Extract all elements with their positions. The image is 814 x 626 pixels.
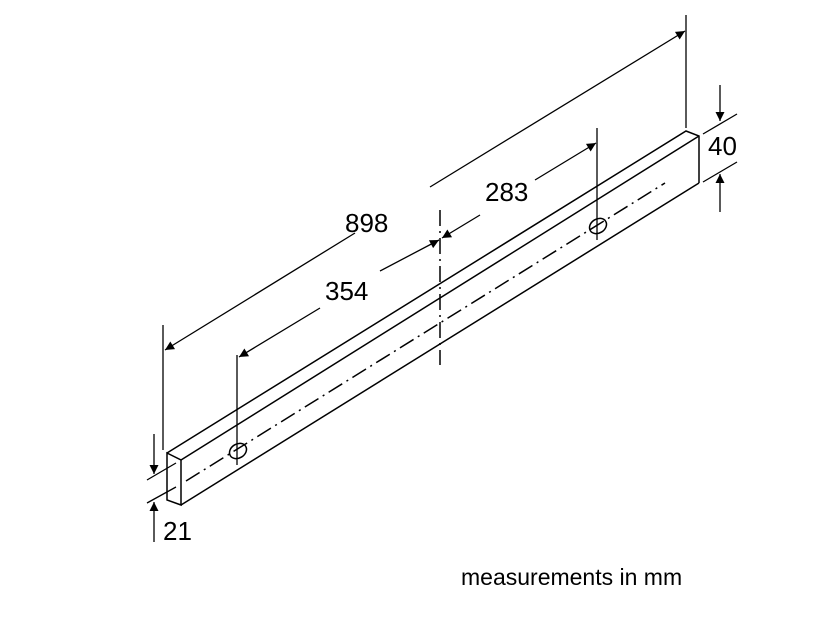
dimension-overall-length: 898 [164, 30, 686, 351]
dimension-height: 40 [708, 85, 737, 212]
mounting-hole-right [588, 217, 608, 235]
units-caption: measurements in mm [461, 564, 683, 590]
dimension-label-354: 354 [325, 276, 368, 306]
centre-line [185, 182, 666, 482]
dimension-right-hole: 283 [441, 142, 597, 239]
mounting-hole-left [228, 442, 248, 460]
dimension-label-40: 40 [708, 131, 737, 161]
dimension-label-898: 898 [345, 208, 388, 238]
dimension-label-21: 21 [163, 516, 192, 546]
extension-lines [146, 15, 738, 504]
dimension-left-hole: 354 [238, 239, 440, 358]
dimension-depth: 21 [149, 434, 192, 546]
dimension-label-283: 283 [485, 177, 528, 207]
